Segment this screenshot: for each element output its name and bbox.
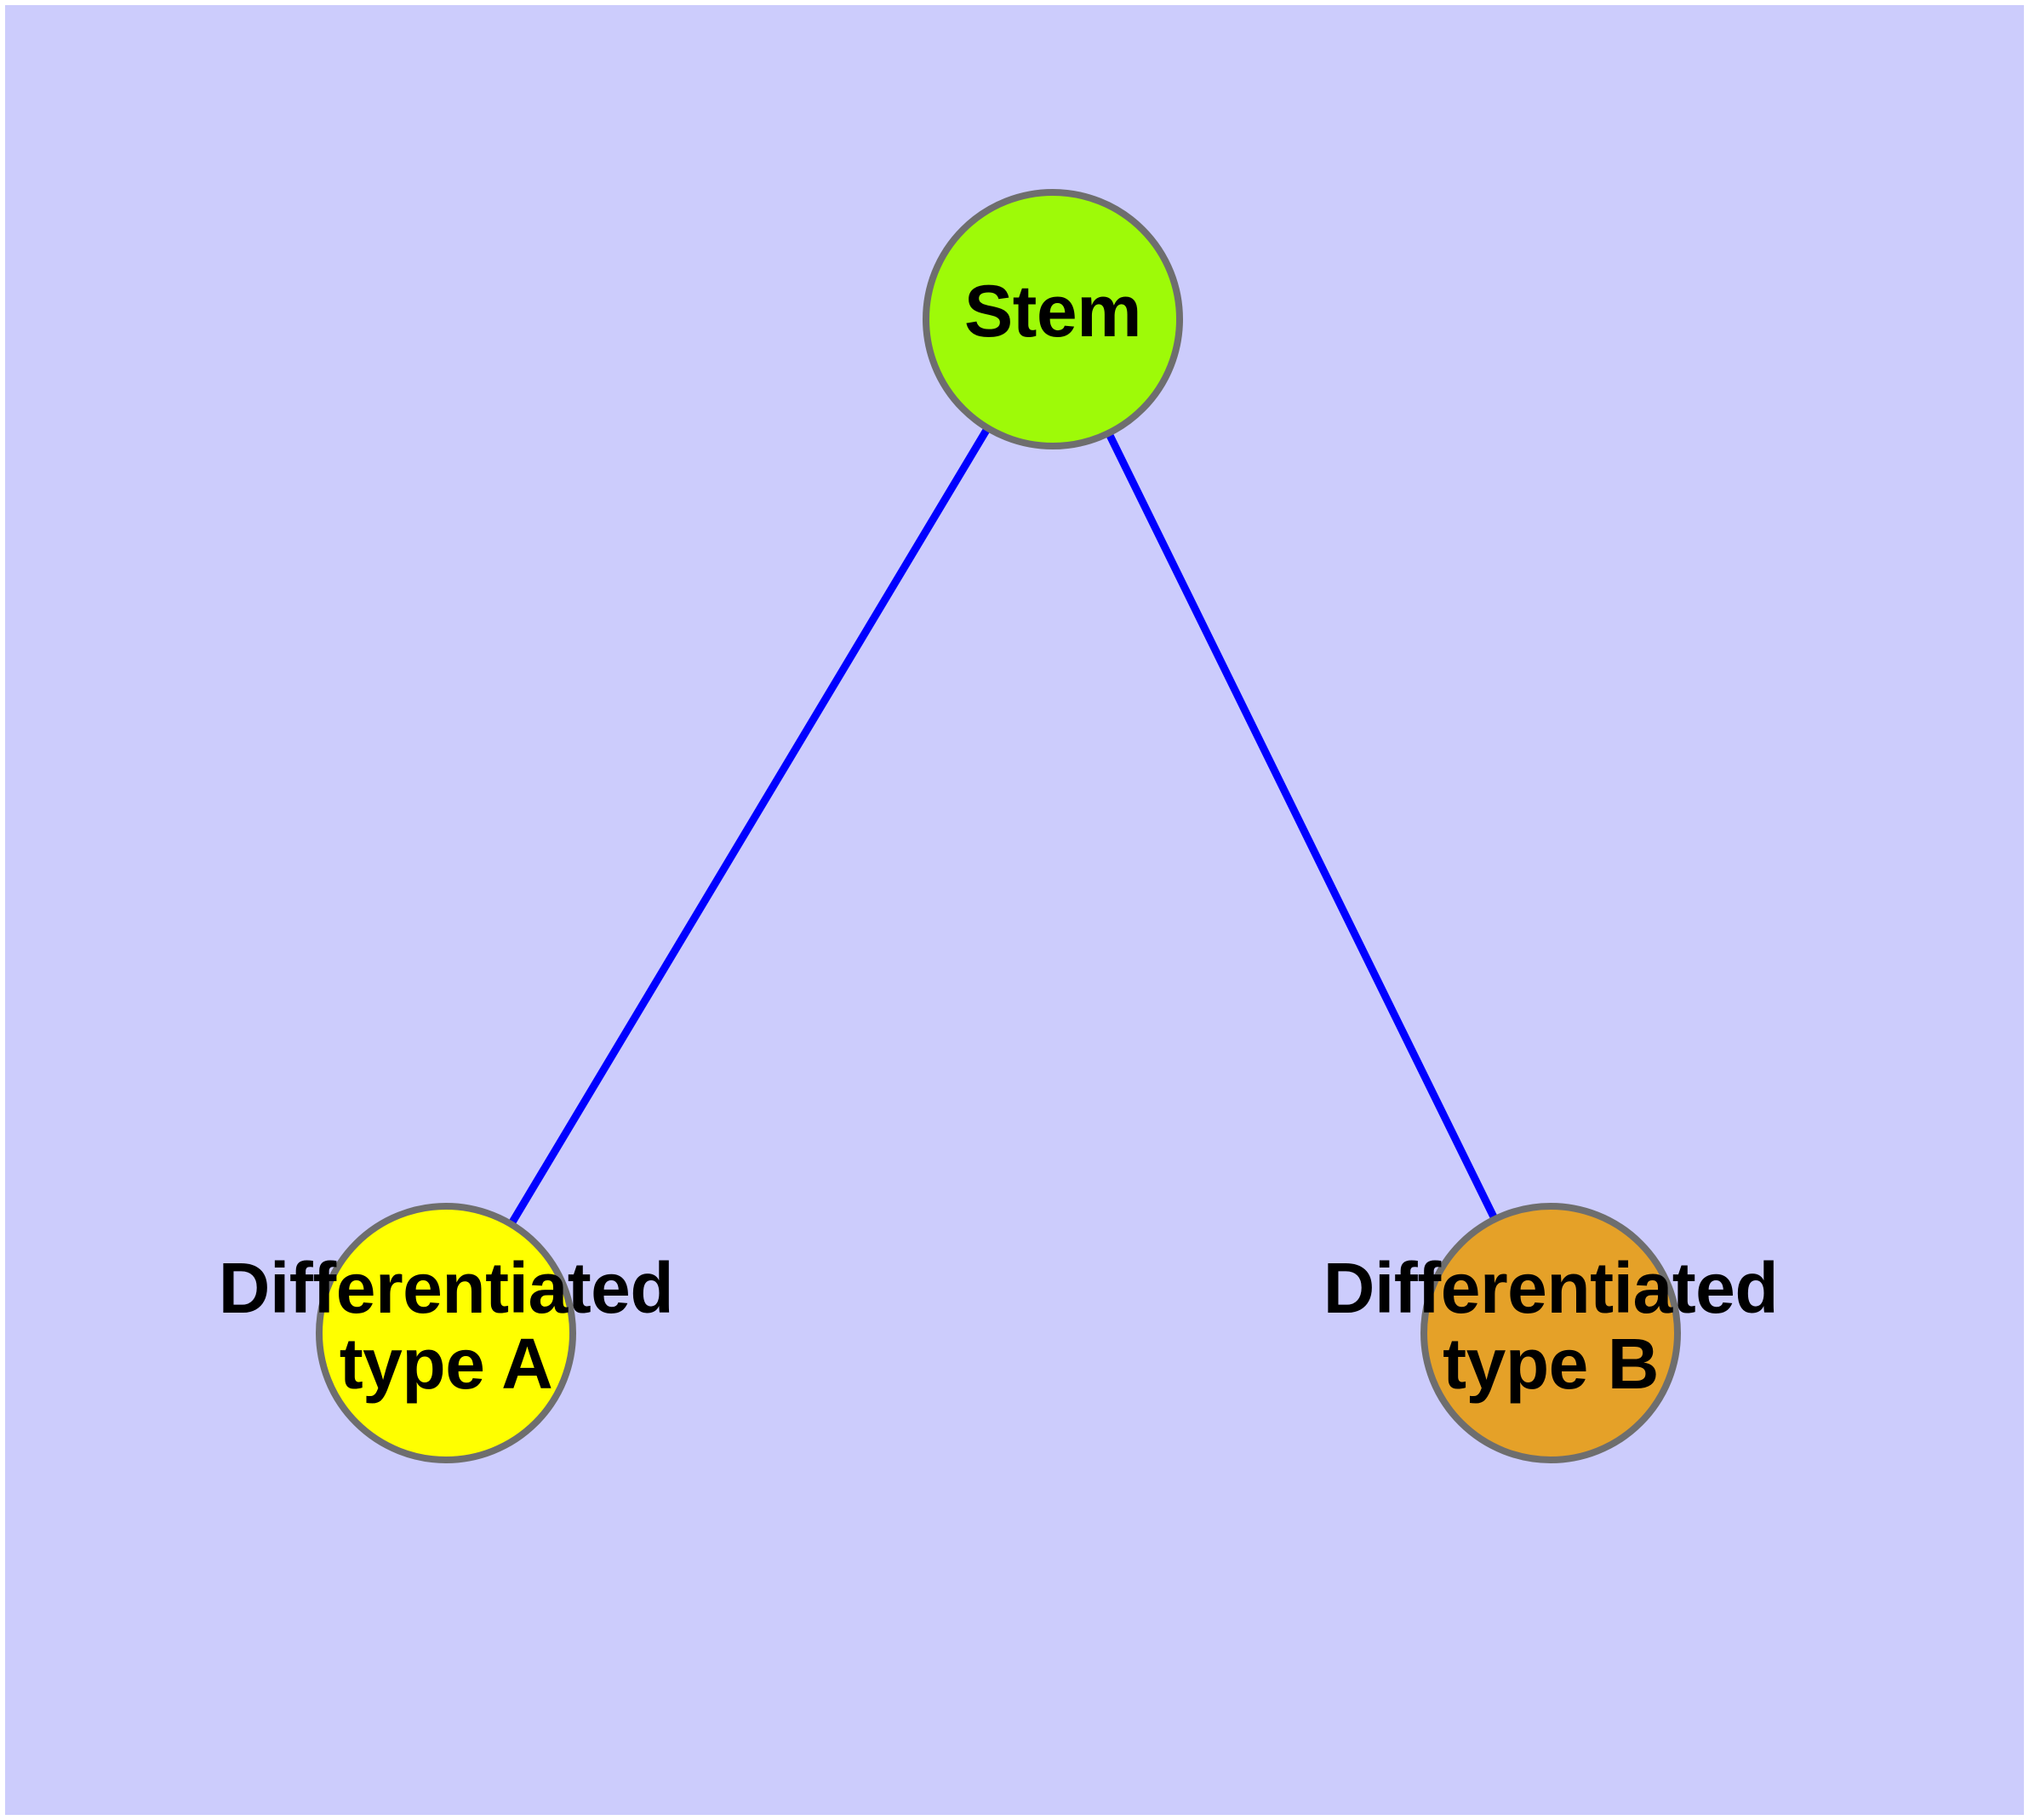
node-layer: [316, 189, 1681, 1463]
node-differentiated-type-a[interactable]: [316, 1203, 576, 1463]
edge-layer: [443, 317, 1555, 1336]
node-stem[interactable]: [923, 189, 1183, 449]
edge-stem-to-differentiated-a[interactable]: [443, 317, 1056, 1336]
edge-stem-to-differentiated-b[interactable]: [1049, 318, 1555, 1335]
node-differentiated-type-b[interactable]: [1420, 1203, 1681, 1463]
